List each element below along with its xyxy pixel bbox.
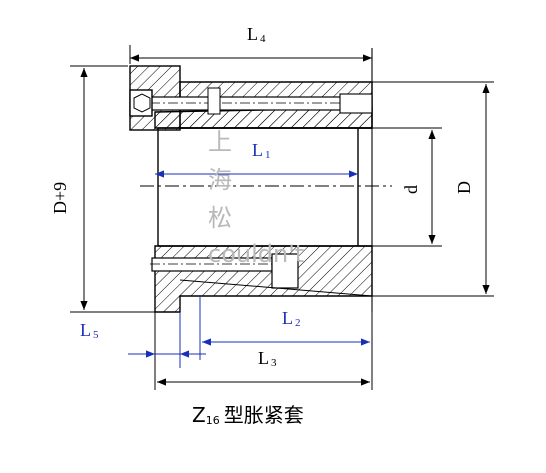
- svg-text:L1: L1: [252, 140, 271, 161]
- L5-sub: 5: [93, 329, 99, 341]
- caption-text: 型胀紧套: [224, 403, 304, 427]
- L2-label: L: [282, 308, 293, 328]
- d-label: d: [401, 185, 421, 194]
- L5-label: L: [80, 320, 91, 340]
- caption: Z16 型胀紧套: [192, 403, 304, 427]
- watermark-char-1: 上: [208, 128, 232, 156]
- watermark-char-2: 海: [208, 166, 232, 194]
- svg-text:L5: L5: [80, 320, 99, 341]
- lower-section: [150, 245, 373, 313]
- dim-D: D: [372, 81, 494, 297]
- svg-text:L3: L3: [258, 348, 277, 369]
- D-label: D: [454, 181, 474, 194]
- bolt-head-icon: [129, 89, 153, 117]
- svg-text:L4: L4: [247, 24, 266, 45]
- L3-label: L: [258, 348, 269, 368]
- L1-label: L: [252, 140, 263, 160]
- svg-text:L2: L2: [282, 308, 301, 329]
- L4-sub: 4: [260, 33, 266, 45]
- D-plus-9-label: D+9: [50, 182, 70, 214]
- dim-D-plus-9: D+9: [50, 65, 158, 313]
- L2-sub: 2: [295, 317, 301, 329]
- watermark: 上 海 松 couldn't: [208, 128, 304, 268]
- L3-sub: 3: [271, 357, 277, 369]
- caption-sub: 16: [206, 414, 220, 427]
- watermark-char-3: 松: [208, 204, 232, 232]
- dim-d: d: [372, 127, 442, 247]
- L1-sub: 1: [265, 149, 271, 161]
- upper-section: [129, 65, 373, 131]
- watermark-char-4: couldn't: [208, 240, 304, 268]
- caption-prefix: Z: [192, 403, 206, 427]
- L4-label: L: [247, 24, 258, 44]
